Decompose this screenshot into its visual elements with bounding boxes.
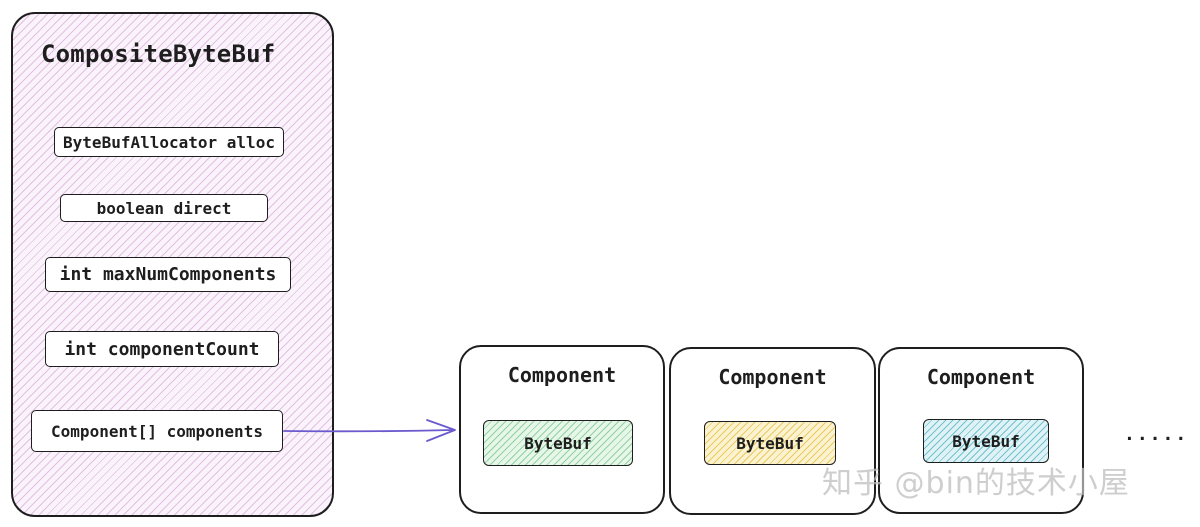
component-box-1: Component ByteBuf [459, 345, 665, 514]
component-box-2: Component ByteBuf [669, 347, 876, 515]
field-direct: boolean direct [60, 194, 268, 222]
field-components-array: Component[] components [31, 410, 283, 452]
composite-bytebuf-title: CompositeByteBuf [41, 40, 276, 68]
field-component-count: int componentCount [45, 331, 279, 367]
field-alloc: ByteBufAllocator alloc [54, 127, 284, 157]
bytebuf-box-1: ByteBuf [483, 420, 633, 466]
bytebuf-box-3: ByteBuf [923, 419, 1049, 463]
component-title-1: Component [507, 363, 617, 387]
component-box-3: Component ByteBuf [878, 347, 1084, 514]
component-title-2: Component [718, 365, 827, 389]
field-max-num-components: int maxNumComponents [45, 257, 291, 292]
watermark-text: 知乎 @bin的技术小屋 [822, 466, 1130, 501]
component-title-3: Component [926, 365, 1036, 389]
continuation-ellipsis: ..... [1124, 424, 1189, 445]
bytebuf-box-2: ByteBuf [704, 421, 836, 465]
